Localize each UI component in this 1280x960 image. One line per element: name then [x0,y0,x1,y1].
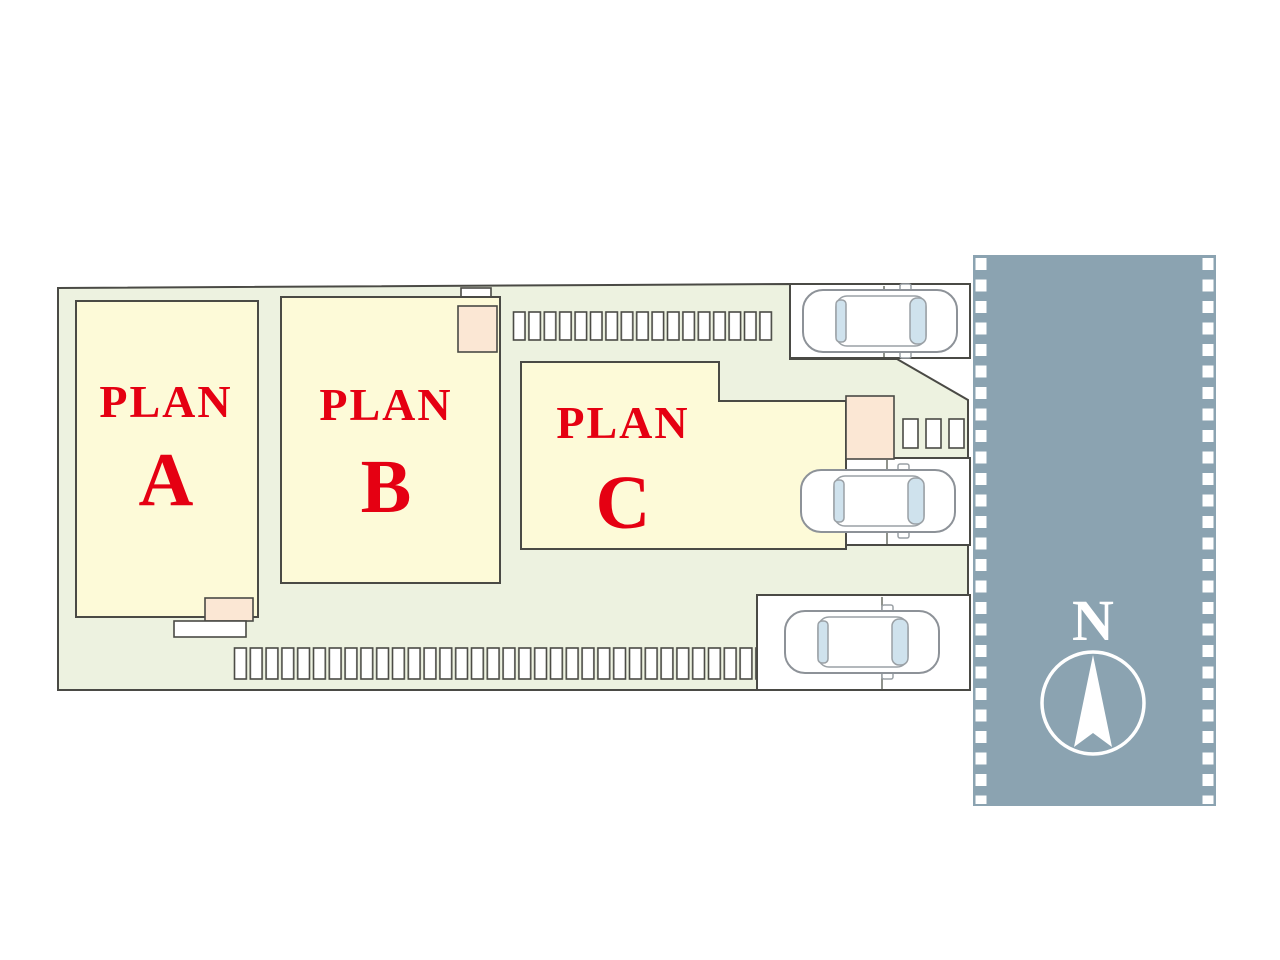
plan-a-word-label: PLAN [99,376,232,427]
parked-car-top [802,283,958,359]
north-letter: N [1072,588,1114,653]
plan-b-letter-label: B [361,445,412,529]
paver-walkway-bottom [233,647,773,680]
building-plan-a [75,300,259,618]
plan-a-letter-label: A [139,438,194,522]
parked-car-bottom [784,604,940,680]
building-c-step-2 [925,418,942,449]
plan-c-letter-label: C [596,461,651,545]
paver-walkway-top [512,311,774,341]
parked-car-middle [800,463,956,539]
north-compass: N [1040,588,1146,756]
building-c-step-3 [948,418,965,449]
plan-c-word-label: PLAN [556,397,689,448]
plan-b-word-label: PLAN [319,379,452,430]
building-a-step [173,620,247,638]
compass-needle-icon [1074,655,1112,747]
building-c-step-1 [902,418,919,449]
compass-ring [1040,650,1146,756]
building-b-porch [457,305,498,353]
building-a-porch [204,597,254,622]
building-c-porch [845,395,895,460]
